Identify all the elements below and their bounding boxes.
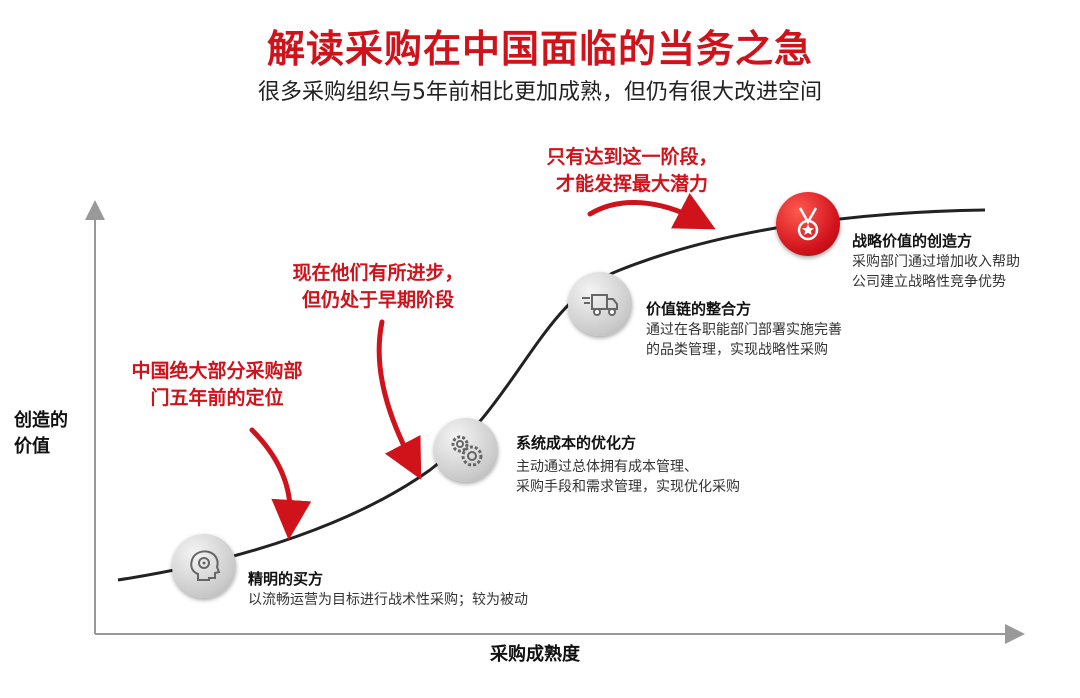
stage-title-value-chain: 价值链的整合方 xyxy=(646,300,752,318)
page-title: 解读采购在中国面临的当务之急 xyxy=(266,27,813,71)
stage-desc-value-chain-line2: 的品类管理，实现战略性采购 xyxy=(646,342,828,358)
stage-badge-smart-buyer xyxy=(172,534,236,598)
annotation-arrow-2 xyxy=(376,319,422,480)
y-axis-label: 创造的 价值 xyxy=(14,408,74,460)
annotation-past-line2: 门五年前的定位 xyxy=(150,387,284,409)
annotation-present: 现在他们有所进步， 但仍处于早期阶段 xyxy=(278,260,478,314)
stage-desc-cost-optimizer-line1: 主动通过总体拥有成本管理、 xyxy=(516,459,698,475)
annotation-past: 中国绝大部分采购部 门五年前的定位 xyxy=(112,358,322,412)
gears-icon xyxy=(451,435,483,467)
medal-icon xyxy=(797,207,819,241)
stage-desc-value-chain: 通过在各职能部门部署实施完善 的品类管理，实现战略性采购 xyxy=(646,320,906,360)
annotation-goal-line1: 只有达到这一阶段， xyxy=(546,146,718,168)
stage-badge-cost-optimizer xyxy=(434,418,498,482)
annotation-goal-line2: 才能发挥最大潜力 xyxy=(555,173,708,195)
stage-desc-smart-buyer: 以流畅运营为目标进行战术性采购；较为被动 xyxy=(248,592,528,608)
annotation-present-line2: 但仍处于早期阶段 xyxy=(301,289,454,311)
stage-desc-strategic-value-line1: 采购部门通过增加收入帮助 xyxy=(852,254,1020,270)
annotation-past-line1: 中国绝大部分采购部 xyxy=(131,360,303,382)
x-axis-label: 采购成熟度 xyxy=(490,644,580,665)
annotation-arrow-1 xyxy=(249,427,312,540)
y-axis-label-line1: 创造的 xyxy=(14,410,68,431)
stage-desc-value-chain-line1: 通过在各职能部门部署实施完善 xyxy=(646,322,842,338)
stage-title-cost-optimizer: 系统成本的优化方 xyxy=(516,434,637,452)
annotation-present-line1: 现在他们有所进步， xyxy=(292,262,464,284)
annotation-arrow-3 xyxy=(587,192,716,230)
stage-desc-cost-optimizer: 主动通过总体拥有成本管理、 采购手段和需求管理，实现优化采购 xyxy=(516,457,836,497)
head-gear-icon xyxy=(190,550,221,581)
stage-desc-strategic-value-line2: 公司建立战略性竞争优势 xyxy=(852,274,1006,290)
stage-title-smart-buyer: 精明的买方 xyxy=(248,570,324,588)
stage-badge-strategic-value xyxy=(776,192,840,256)
stage-desc-cost-optimizer-line2: 采购手段和需求管理，实现优化采购 xyxy=(516,479,740,495)
annotation-goal: 只有达到这一阶段， 才能发挥最大潜力 xyxy=(532,144,732,198)
y-axis-label-line2: 价值 xyxy=(14,436,50,457)
page-subtitle: 很多采购组织与5年前相比更加成熟，但仍有很大改进空间 xyxy=(258,80,822,105)
stage-desc-strategic-value: 采购部门通过增加收入帮助 公司建立战略性竞争优势 xyxy=(852,252,1072,292)
truck-icon xyxy=(582,294,618,316)
stage-title-strategic-value: 战略价值的创造方 xyxy=(852,232,973,250)
stage-badge-value-chain xyxy=(568,272,632,336)
